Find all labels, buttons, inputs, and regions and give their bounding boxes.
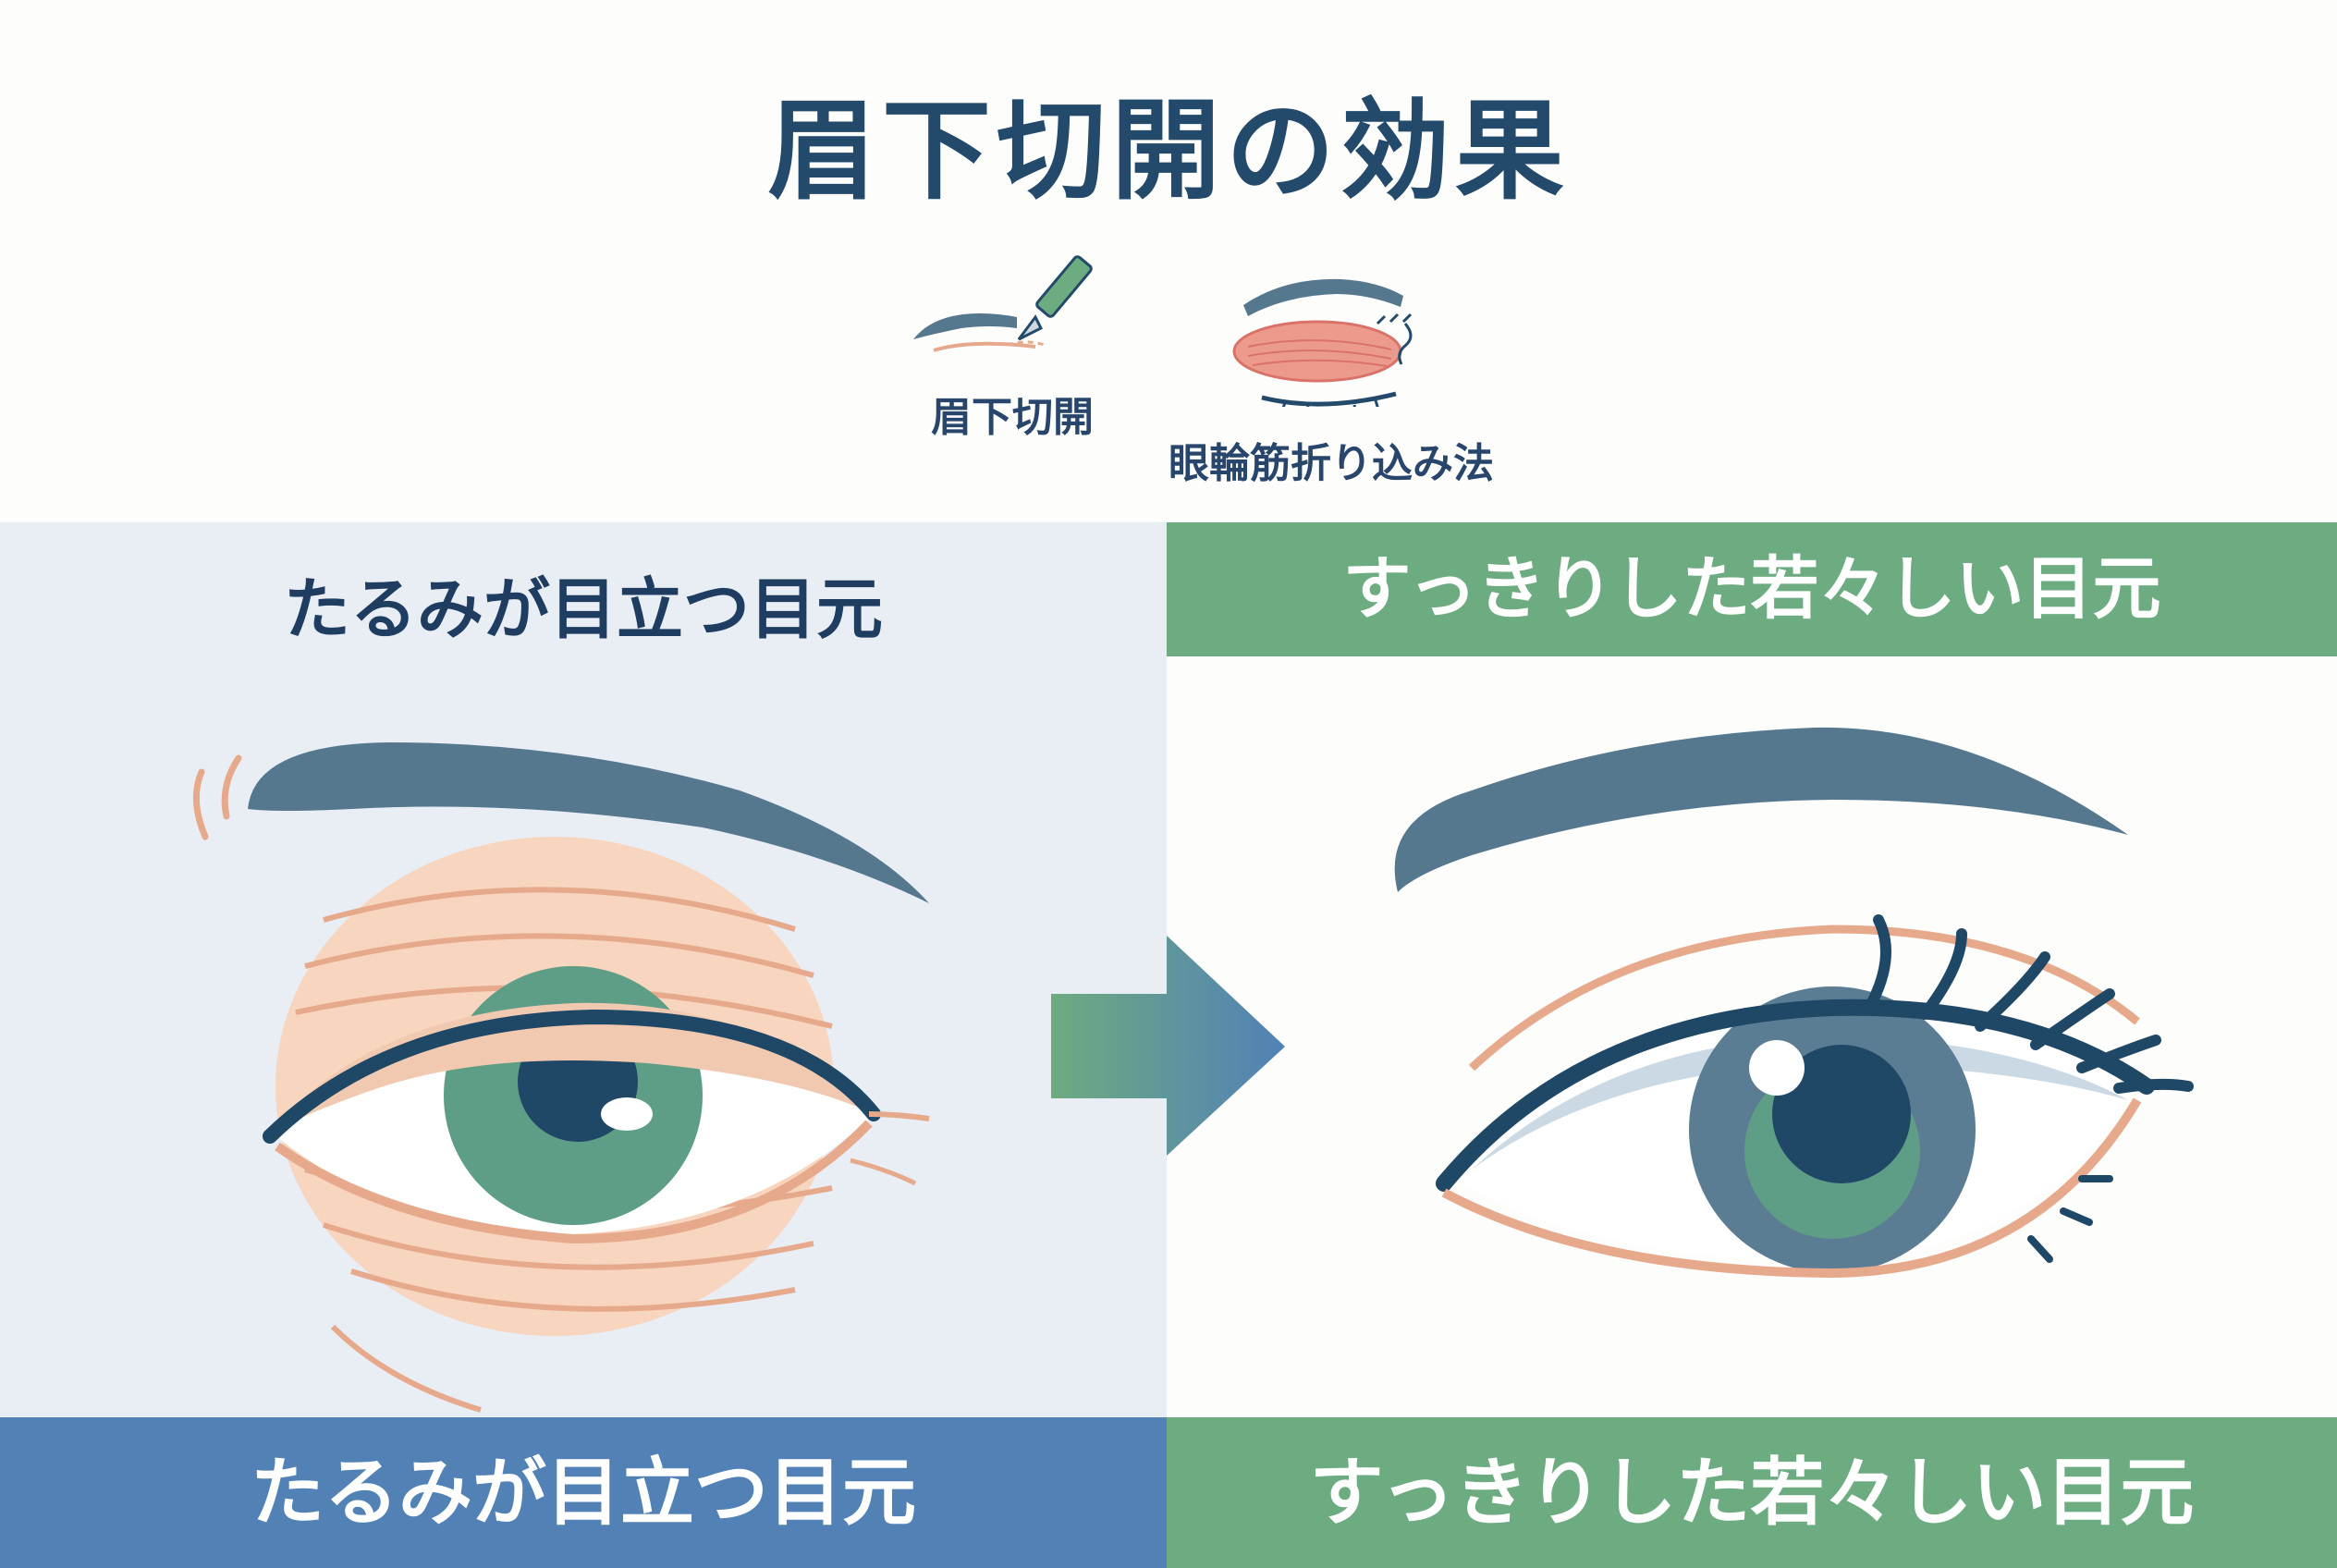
method-label: 眉下切開 [931,394,1094,441]
upper-lashes [1864,914,2194,1094]
method-muscle-fold: 眼輪筋折り込み法 [1156,268,1507,487]
scalpel-incision-icon [913,255,1093,352]
lower-lashes [2027,1175,2113,1263]
before-heading: たるみが目立つ目元 [283,570,883,648]
page-title: 眉下切開の効果 [766,87,1570,214]
after-caption-banner: すっきりした若々しい目元 [1167,1417,2337,1568]
right-arrow-icon [1051,936,1285,1156]
after-heading-banner: すっきりした若々しい目元 [1167,522,2337,656]
after-panel [1167,522,2337,1568]
lower-eyelid-line [1441,1097,2142,1279]
eyebrow [248,742,929,903]
upper-eyelid-line [263,1009,881,1144]
muscle-fold-suture-icon [1232,278,1413,407]
upper-eyelid-line [1436,998,2155,1192]
before-panel: たるみが目立つ目元 [0,522,1167,1568]
eyelid-crease [1468,925,2140,1072]
eyebrow [1394,727,2128,892]
youthful-eye-illustration [1394,727,2194,1279]
motion-stroke [221,754,242,820]
method-label: 眼輪筋折り込み法 [1168,440,1494,487]
lower-eyelid-line [275,1120,873,1244]
before-caption-banner: たるみが目立つ目元 [0,1417,1167,1568]
eye-highlight [601,1097,653,1131]
eye-highlight [1749,1040,1805,1096]
method-brow-incision: 眉下切開 [897,236,1128,485]
motion-stroke [192,768,209,840]
sagging-eye-illustration [192,742,930,1413]
pupil [1772,1045,1911,1183]
